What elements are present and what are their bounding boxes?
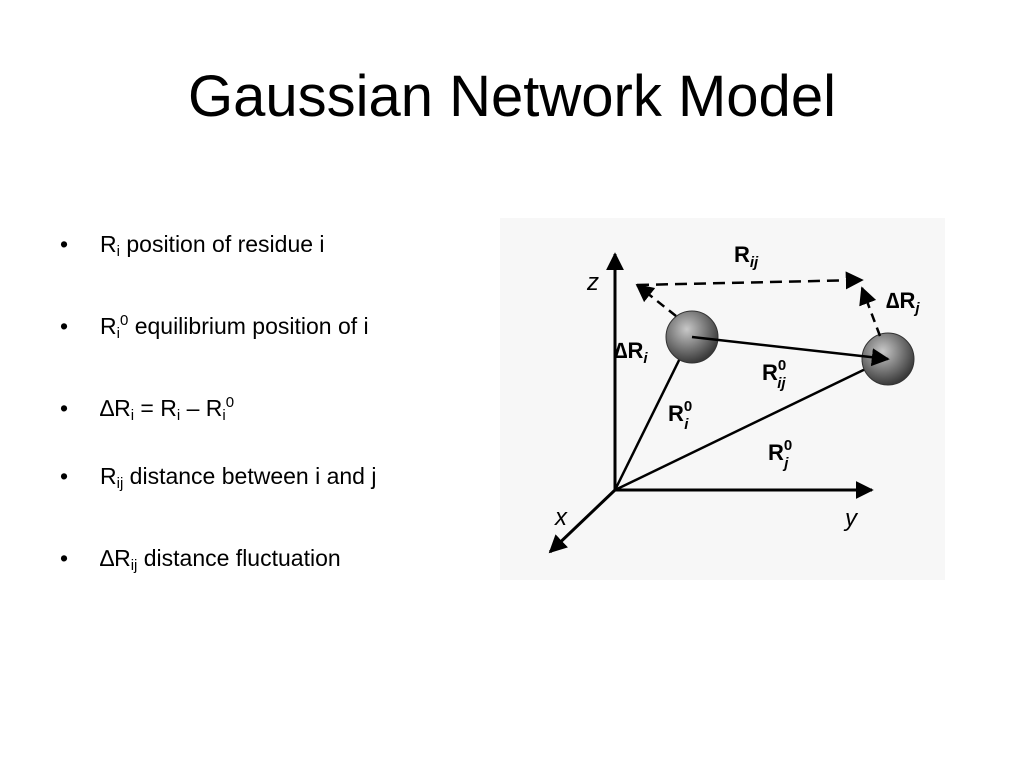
subscript: i	[176, 407, 181, 424]
subscript: ij	[130, 557, 138, 574]
subscript: i	[116, 243, 120, 260]
bullet-marker: •	[60, 231, 69, 257]
text-run: ∆R	[100, 395, 131, 421]
label-delta-ri-main: ∆R	[614, 338, 643, 363]
label-ri0-sub: i	[684, 416, 689, 433]
vector-ri0	[613, 336, 692, 491]
axis-label-y: y	[843, 505, 859, 532]
label-delta-rj: ∆Rj	[886, 288, 920, 317]
text-run: = R	[134, 395, 177, 421]
superscript: 0	[225, 394, 235, 411]
bullet-text: Ri position of residue i	[100, 230, 325, 260]
subscript: i	[116, 325, 120, 342]
label-rj0-sub: j	[782, 455, 789, 472]
label-delta-ri: ∆Ri	[614, 338, 648, 367]
bullet-text: ∆Rij distance fluctuation	[100, 544, 341, 574]
bullet-text: Rij distance between i and j	[100, 462, 377, 492]
label-rij0-sup: 0	[778, 357, 786, 374]
label-rj0-main: R	[768, 440, 784, 465]
label-delta-rj-main: ∆R	[886, 288, 915, 313]
axis-label-z: z	[586, 269, 599, 296]
bullet-marker: •	[60, 313, 69, 339]
label-rij0-main: R	[762, 360, 778, 385]
label-rij-sub: ij	[750, 254, 759, 271]
subscript: ij	[116, 475, 124, 492]
label-ri0-sup: 0	[684, 398, 692, 415]
vector-delta-ri	[635, 283, 677, 317]
bullet-marker: •	[60, 395, 69, 421]
superscript: 0	[119, 312, 129, 329]
text-run: equilibrium position of i	[128, 313, 369, 339]
vector-rij0	[691, 335, 890, 367]
bullet-text: ∆Ri = Ri – Ri0	[100, 394, 235, 424]
subscript: i	[130, 407, 135, 424]
vector-rj0	[614, 360, 882, 492]
x-axis	[548, 488, 617, 554]
vector-delta-rj	[859, 286, 882, 337]
bullet-text: Ri0 equilibrium position of i	[100, 312, 369, 342]
bullet-marker: •	[60, 545, 69, 571]
label-rij: Rij	[734, 242, 759, 271]
diagram-background	[500, 218, 945, 580]
text-run: R	[100, 313, 117, 339]
text-run: distance between i and j	[123, 463, 377, 489]
text-run: position of residue i	[119, 231, 325, 257]
text-run: distance fluctuation	[137, 545, 341, 571]
subscript: i	[222, 407, 226, 424]
text-run: R	[100, 231, 117, 257]
label-delta-ri-sub: i	[643, 350, 648, 367]
bullet-marker: •	[60, 463, 69, 489]
text-run: – R	[180, 395, 223, 421]
text-run: R	[100, 463, 117, 489]
label-rj0-sup: 0	[784, 437, 792, 454]
label-ri0-main: R	[668, 401, 684, 426]
label-delta-rj-sub: j	[913, 300, 920, 317]
text-run: ∆R	[100, 545, 131, 571]
slide-title: Gaussian Network Model	[188, 64, 836, 129]
label-rij-main: R	[734, 242, 750, 267]
axis-label-x: x	[554, 504, 568, 531]
label-rij0-sub: ij	[777, 375, 786, 392]
